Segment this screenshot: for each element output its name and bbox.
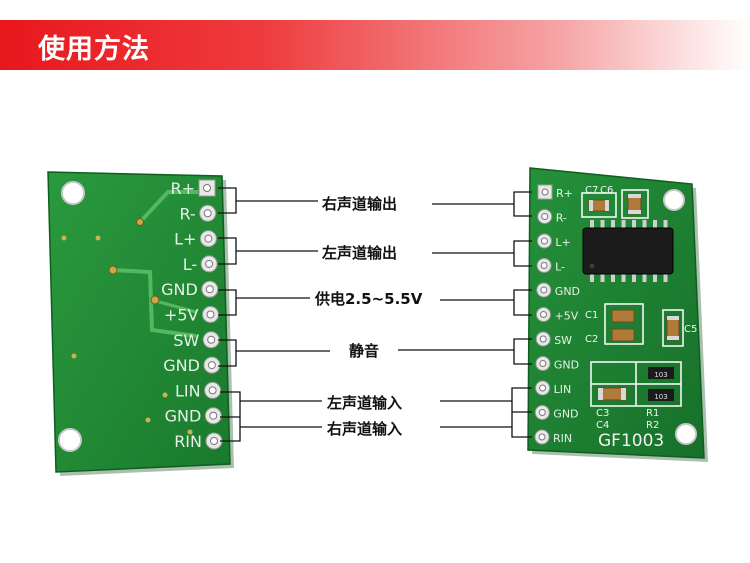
- banner-title: 使用方法: [38, 34, 150, 65]
- ref-designator: C3: [596, 408, 609, 419]
- right-pin-label: GND: [553, 408, 578, 421]
- board-model: GF1003: [598, 431, 664, 451]
- left-board: R+ R- L+ L- GND +5V SW GND LIN GND RIN: [47, 171, 234, 476]
- left-pin-label: GND: [165, 407, 202, 426]
- right-board: PAM84031315Y R+R-L+L-GND+5VSWGNDLINGNDRI…: [527, 167, 708, 462]
- mount-hole-icon: [58, 428, 82, 452]
- right-pin-label: SW: [554, 334, 572, 347]
- right-pin-label: GND: [554, 359, 579, 372]
- right-pin-label: L-: [555, 261, 565, 274]
- ref-designator: C4: [596, 420, 609, 431]
- mount-hole-icon: [675, 423, 697, 445]
- ref-designator: R2: [646, 420, 659, 431]
- label-right-output: 右声道输出: [322, 195, 398, 213]
- left-pin-label: GND: [163, 356, 200, 375]
- ref-designator: C7: [585, 185, 598, 196]
- ref-designator: C1: [585, 310, 598, 321]
- mount-hole-icon: [663, 189, 685, 211]
- amplifier-chip: [582, 227, 674, 275]
- left-pin-label: +5V: [164, 306, 199, 325]
- right-pin-label: RIN: [553, 432, 572, 445]
- label-power-supply: 供电2.5~5.5V: [315, 290, 423, 308]
- left-pin-label: GND: [161, 280, 198, 299]
- ref-designator: C2: [585, 334, 598, 345]
- right-pin-label: LIN: [554, 383, 572, 396]
- label-left-input: 左声道输入: [327, 394, 403, 412]
- label-mute: 静音: [349, 342, 380, 360]
- left-pin-label: RIN: [174, 432, 202, 451]
- right-pin-label: GND: [555, 285, 580, 298]
- ref-designator: C5: [684, 324, 697, 335]
- ref-designator: C6: [600, 185, 613, 196]
- left-pin-label: R+: [170, 179, 195, 198]
- right-pin-label: L+: [555, 236, 570, 249]
- left-pin-label: R-: [179, 204, 195, 223]
- ref-designator: R1: [646, 408, 659, 419]
- left-pin-label: LIN: [175, 381, 201, 400]
- label-right-input: 右声道输入: [327, 420, 403, 438]
- left-pin-label: L-: [183, 255, 197, 274]
- label-left-output: 左声道输出: [322, 244, 398, 262]
- left-pin-label: SW: [173, 331, 199, 350]
- resistor-code: 103: [654, 371, 667, 379]
- title-banner: 使用方法: [0, 20, 750, 70]
- right-pin-label: +5V: [555, 310, 579, 323]
- left-pin-label: L+: [174, 230, 196, 249]
- right-pin-label: R+: [556, 187, 573, 200]
- right-pin-label: R-: [556, 212, 567, 225]
- mount-hole-icon: [61, 181, 85, 205]
- resistor-code: 103: [654, 393, 667, 401]
